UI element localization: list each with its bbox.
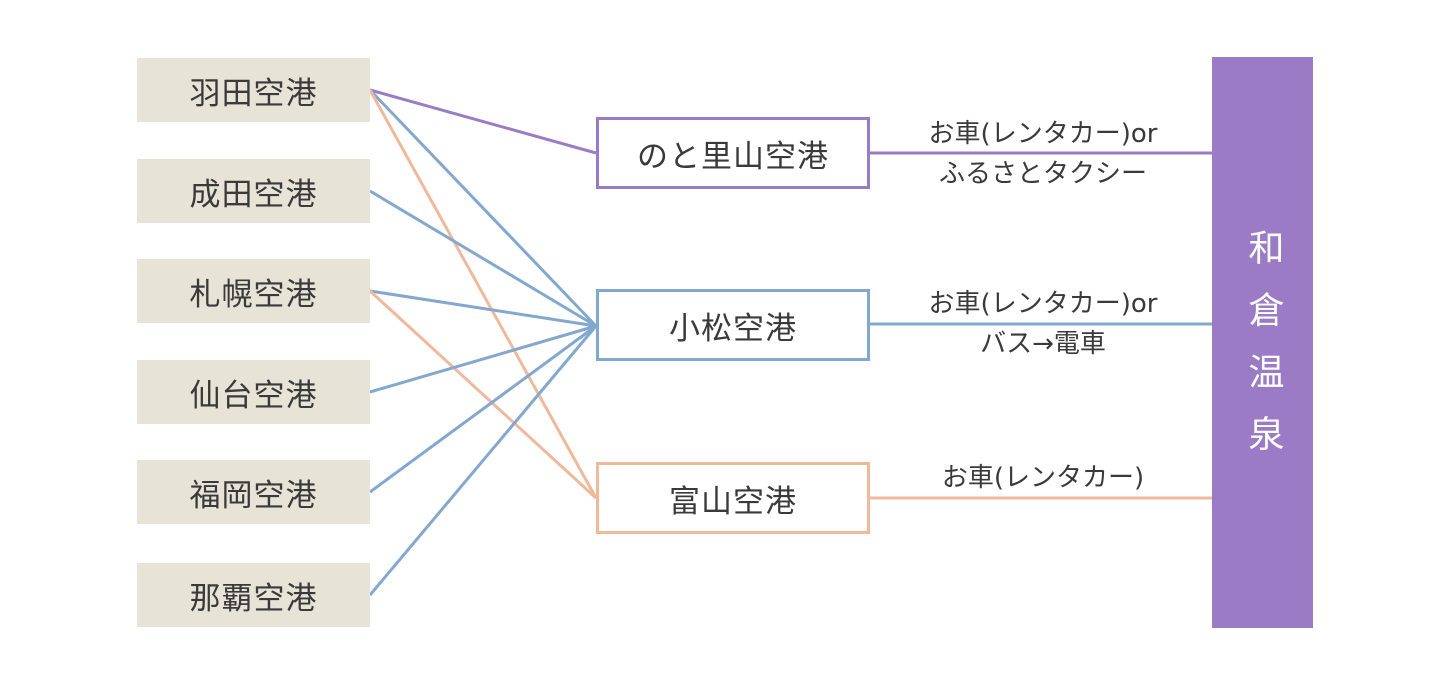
origin-sapporo: 札幌空港 <box>137 259 370 323</box>
origin-haneda: 羽田空港 <box>137 58 370 122</box>
hub-noto-satoyama: のと里山空港 <box>596 117 870 189</box>
route-label-noto: お車(レンタカー)or ふるさとタクシー <box>878 114 1208 194</box>
line-fukuoka-komatsu <box>369 324 597 494</box>
origin-narita: 成田空港 <box>137 159 370 223</box>
line-haneda-toyama <box>368 89 598 499</box>
line-haneda-komatsu <box>368 88 598 328</box>
destination-label: 和倉温泉 <box>1242 228 1284 477</box>
route-label-komatsu-line1: お車(レンタカー)or <box>928 289 1158 319</box>
route-label-noto-line2: ふるさとタクシー <box>938 159 1147 189</box>
line-sendai-komatsu <box>369 324 597 394</box>
line-narita-komatsu <box>369 189 597 328</box>
line-sapporo-komatsu <box>369 289 597 328</box>
origin-sendai: 仙台空港 <box>137 360 370 424</box>
destination-wakura-onsen: 和倉温泉 <box>1212 57 1313 628</box>
route-label-toyama-line1: お車(レンタカー) <box>941 463 1145 493</box>
route-label-noto-line1: お車(レンタカー)or <box>928 119 1158 149</box>
origin-fukuoka: 福岡空港 <box>137 460 370 524</box>
hub-toyama: 富山空港 <box>596 462 870 534</box>
line-haneda-noto <box>369 88 597 155</box>
route-label-toyama: お車(レンタカー) <box>878 458 1208 498</box>
line-sapporo-toyama <box>368 289 598 500</box>
origin-naha: 那覇空港 <box>137 563 370 627</box>
line-naha-komatsu <box>368 325 598 596</box>
route-label-komatsu: お車(レンタカー)or バス→電車 <box>878 284 1208 364</box>
hub-komatsu: 小松空港 <box>596 289 870 361</box>
route-label-komatsu-line2: バス→電車 <box>980 329 1106 359</box>
